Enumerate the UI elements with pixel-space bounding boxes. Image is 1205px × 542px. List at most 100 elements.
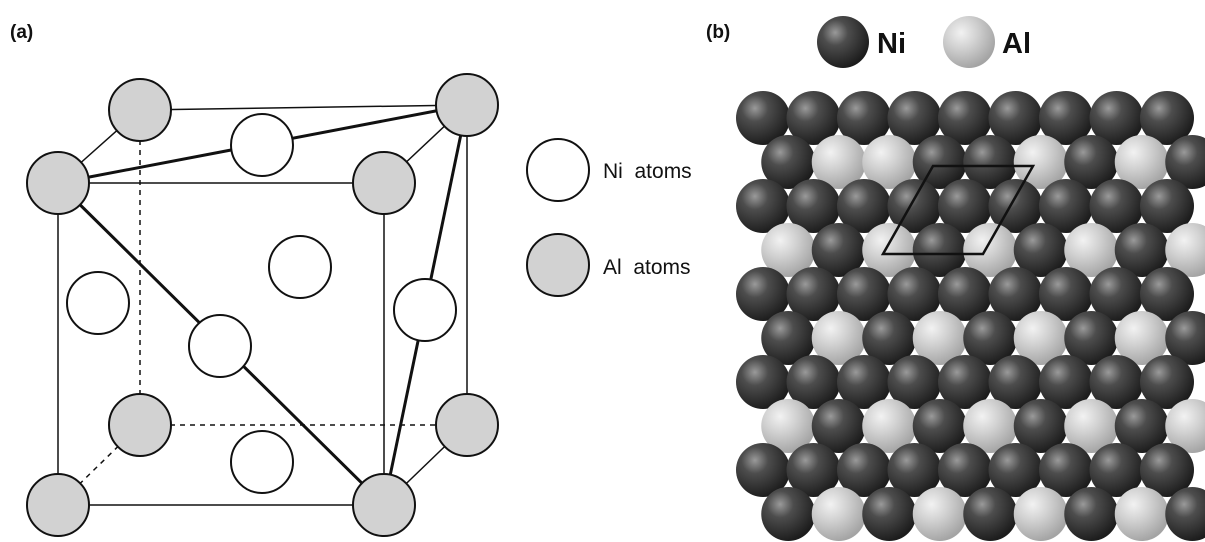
al-atom xyxy=(108,393,172,457)
ni-sphere xyxy=(1039,179,1093,233)
ni-sphere xyxy=(1013,223,1068,277)
ni-sphere xyxy=(837,179,891,233)
al-atom xyxy=(435,393,499,457)
ni-atom xyxy=(230,113,294,177)
ni-atom xyxy=(393,278,457,342)
al-sphere xyxy=(1114,135,1169,189)
ni-sphere xyxy=(736,443,790,497)
panel-b-label: (b) xyxy=(706,22,731,43)
al-sphere xyxy=(1114,487,1169,541)
ni-sphere xyxy=(862,311,917,365)
al-sphere xyxy=(1165,399,1205,453)
ni-sphere xyxy=(963,311,1018,365)
al-sphere xyxy=(811,311,866,365)
legend-b: Ni Al xyxy=(817,16,1031,68)
al-atom xyxy=(108,78,172,142)
ni-sphere xyxy=(761,135,816,189)
al-sphere xyxy=(963,223,1018,277)
ni-sphere xyxy=(1140,179,1194,233)
al-sphere xyxy=(912,311,967,365)
ni-sphere xyxy=(1039,267,1093,321)
ni-sphere xyxy=(837,91,891,145)
legend-ni-text: Ni xyxy=(877,28,906,60)
ni-sphere xyxy=(963,487,1018,541)
legend-ni-sphere xyxy=(817,16,869,68)
ni-sphere xyxy=(1089,355,1144,409)
ni-sphere xyxy=(887,91,942,145)
ni-sphere xyxy=(938,179,992,233)
al-sphere xyxy=(1114,311,1169,365)
legend-a: Ni atoms Al atoms xyxy=(526,138,692,297)
legend-al-label: Al atoms xyxy=(603,256,691,279)
ni-sphere xyxy=(1165,311,1205,365)
ni-atoms xyxy=(66,113,457,494)
ni-sphere xyxy=(1140,355,1194,409)
ni-sphere xyxy=(988,443,1043,497)
ni-sphere xyxy=(1089,179,1144,233)
ni-sphere xyxy=(1140,267,1194,321)
ni-sphere xyxy=(1165,487,1205,541)
al-sphere xyxy=(862,223,917,277)
al-sphere xyxy=(963,399,1018,453)
ni-sphere xyxy=(938,91,992,145)
ni-sphere xyxy=(1114,223,1169,277)
al-sphere xyxy=(1013,311,1068,365)
ni-sphere xyxy=(811,399,866,453)
al-sphere xyxy=(1064,223,1119,277)
al-sphere xyxy=(1064,399,1119,453)
ni-sphere xyxy=(988,355,1043,409)
ni-sphere xyxy=(862,487,917,541)
ni-sphere xyxy=(1140,443,1194,497)
ni-sphere xyxy=(736,355,790,409)
ni-sphere xyxy=(837,267,891,321)
ni-sphere xyxy=(1089,443,1144,497)
ni-sphere xyxy=(1039,443,1093,497)
ni-sphere xyxy=(1013,399,1068,453)
panel-a-label: (a) xyxy=(10,22,34,43)
al-atom xyxy=(352,473,416,537)
ni-sphere xyxy=(837,443,891,497)
atomic-layer-lattice xyxy=(736,91,1205,541)
ni-sphere xyxy=(887,179,942,233)
ni-sphere xyxy=(761,487,816,541)
ni-atom xyxy=(268,235,332,299)
al-sphere xyxy=(761,399,816,453)
ni-sphere xyxy=(786,443,841,497)
ni-sphere xyxy=(1165,135,1205,189)
ni-sphere xyxy=(1064,311,1119,365)
ni-atom xyxy=(188,314,252,378)
ni-sphere xyxy=(1089,267,1144,321)
ni-sphere xyxy=(938,355,992,409)
ni-sphere xyxy=(786,267,841,321)
al-sphere xyxy=(1013,487,1068,541)
ni-sphere xyxy=(1064,487,1119,541)
legend-ni-label: Ni atoms xyxy=(603,160,692,183)
ni-sphere xyxy=(938,443,992,497)
ni-sphere xyxy=(786,179,841,233)
legend-al-swatch xyxy=(526,233,590,297)
ni-sphere xyxy=(887,267,942,321)
al-sphere xyxy=(862,135,917,189)
cell-edge xyxy=(139,104,468,111)
ni-sphere xyxy=(887,355,942,409)
ni-sphere xyxy=(1140,91,1194,145)
ni-sphere xyxy=(811,223,866,277)
ni-sphere xyxy=(887,443,942,497)
al-atoms xyxy=(26,73,499,537)
ni-sphere xyxy=(837,355,891,409)
ni-sphere xyxy=(963,135,1018,189)
ni-sphere xyxy=(786,355,841,409)
al-sphere xyxy=(811,487,866,541)
al-sphere xyxy=(912,487,967,541)
al-sphere xyxy=(1165,223,1205,277)
ni-sphere xyxy=(938,267,992,321)
unit-cell-rhombus xyxy=(880,164,1036,256)
ni-sphere xyxy=(1114,399,1169,453)
al-sphere xyxy=(761,223,816,277)
legend-ni-swatch xyxy=(526,138,590,202)
ni-sphere xyxy=(1089,91,1144,145)
ni-sphere xyxy=(786,91,841,145)
ni-sphere xyxy=(988,91,1043,145)
ni-sphere xyxy=(988,267,1043,321)
